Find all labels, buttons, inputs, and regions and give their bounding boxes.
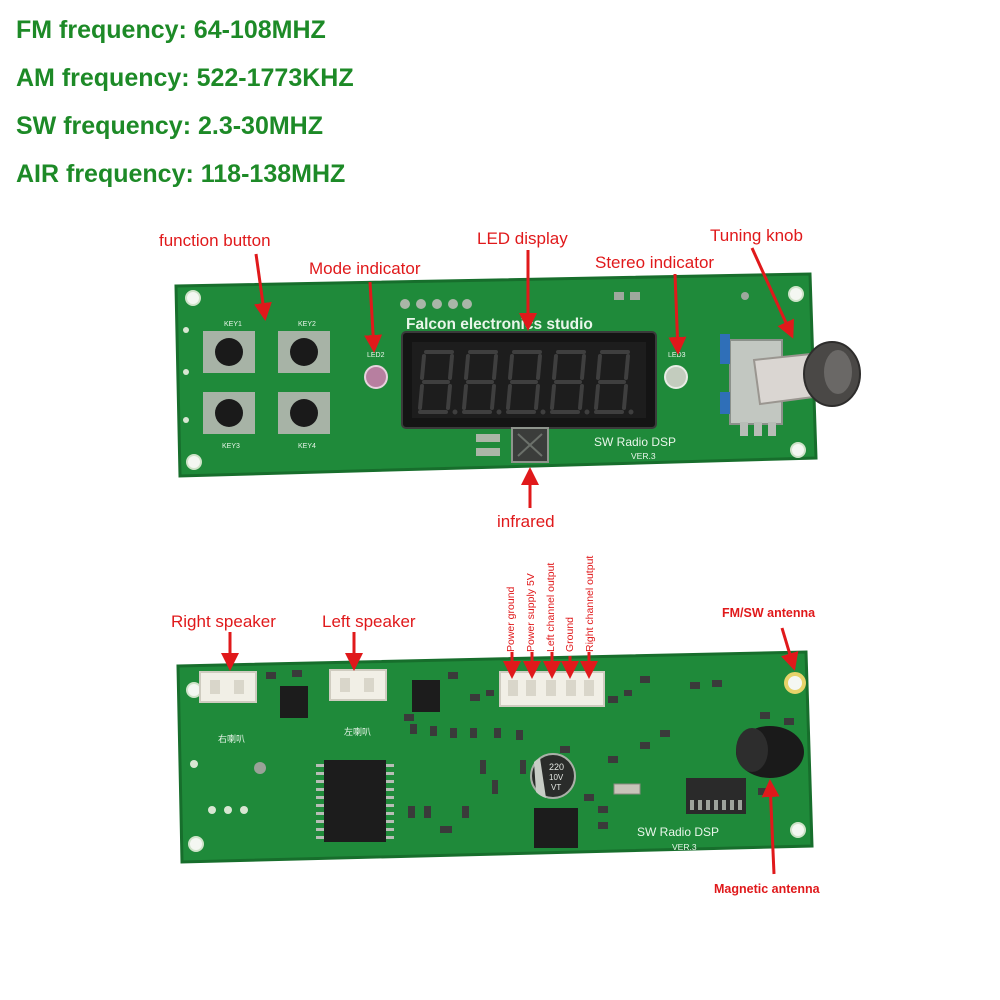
label-ground: Ground xyxy=(564,616,576,652)
tuning-knob xyxy=(720,334,861,436)
ic-u5 xyxy=(316,760,394,842)
cap-value: 220 xyxy=(549,762,564,772)
air-frequency-spec: AIR frequency: 118-138MHZ xyxy=(16,160,346,188)
right-speaker-connector xyxy=(199,671,257,703)
silk-model-back: SW Radio DSP xyxy=(637,825,719,839)
silk-left-speaker-cn: 左喇叭 xyxy=(344,726,371,737)
function-key-2 xyxy=(278,331,330,373)
callout-arrows xyxy=(221,247,799,875)
amp-ic-right xyxy=(280,686,308,718)
back-board: 右喇叭 左喇叭 xyxy=(176,650,814,864)
left-speaker-connector xyxy=(329,669,387,701)
function-key-3 xyxy=(203,392,255,434)
label-stereo-indicator: Stereo indicator xyxy=(595,253,715,272)
label-left-speaker: Left speaker xyxy=(322,612,416,631)
infrared-receiver xyxy=(476,427,549,463)
label-fm-sw-antenna: FM/SW antenna xyxy=(722,606,816,620)
label-power-supply-5v: Power supply 5V xyxy=(525,573,537,652)
electrolytic-capacitor: 220 10V VT xyxy=(530,753,576,799)
label-function-button: function button xyxy=(159,231,271,250)
label-magnetic-antenna: Magnetic antenna xyxy=(714,882,820,896)
crystal-y1 xyxy=(613,783,641,795)
silk-right-speaker-cn: 右喇叭 xyxy=(218,733,245,744)
silk-ver-front: VER.3 xyxy=(631,451,656,461)
amp-ic-left xyxy=(412,680,440,712)
function-key-1 xyxy=(203,331,255,373)
output-connector xyxy=(499,671,605,707)
silk-led2: LED2 xyxy=(367,352,385,359)
silk-model-front: SW Radio DSP xyxy=(594,435,676,449)
front-board: KEY1 KEY2 KEY3 KEY4 LED2 Falcon electron… xyxy=(174,272,861,478)
cap-volt: 10V xyxy=(549,773,564,782)
sw-frequency-spec: SW frequency: 2.3-30MHZ xyxy=(16,112,324,140)
silk-key3: KEY3 xyxy=(222,443,240,450)
label-right-speaker: Right speaker xyxy=(171,612,276,631)
magnetic-antenna xyxy=(736,726,804,778)
label-right-channel-output: Right channel output xyxy=(584,555,596,652)
tuner-module xyxy=(686,778,746,814)
stereo-indicator-led xyxy=(664,365,688,389)
label-power-ground: Power ground xyxy=(505,586,517,652)
led-display xyxy=(401,331,657,429)
label-mode-indicator: Mode indicator xyxy=(309,259,421,278)
mode-indicator-led xyxy=(364,365,388,389)
am-frequency-spec: AM frequency: 522-1773KHZ xyxy=(16,64,354,92)
cap-brand: VT xyxy=(551,783,561,792)
silk-key4: KEY4 xyxy=(298,443,316,450)
function-key-4 xyxy=(278,392,330,434)
label-led-display: LED display xyxy=(477,229,568,248)
dsp-chip xyxy=(534,808,578,848)
silk-brand: Falcon electronics studio xyxy=(406,316,593,333)
fm-frequency-spec: FM frequency: 64-108MHZ xyxy=(16,16,326,44)
silk-key2: KEY2 xyxy=(298,321,316,328)
label-infrared: infrared xyxy=(497,512,555,531)
label-left-channel-output: Left channel output xyxy=(545,562,557,652)
fm-sw-antenna-pad xyxy=(784,672,806,694)
silk-key1: KEY1 xyxy=(224,321,242,328)
label-tuning-knob: Tuning knob xyxy=(710,226,803,245)
silk-led3: LED3 xyxy=(668,352,686,359)
silk-ver-back: VER.3 xyxy=(672,842,697,852)
